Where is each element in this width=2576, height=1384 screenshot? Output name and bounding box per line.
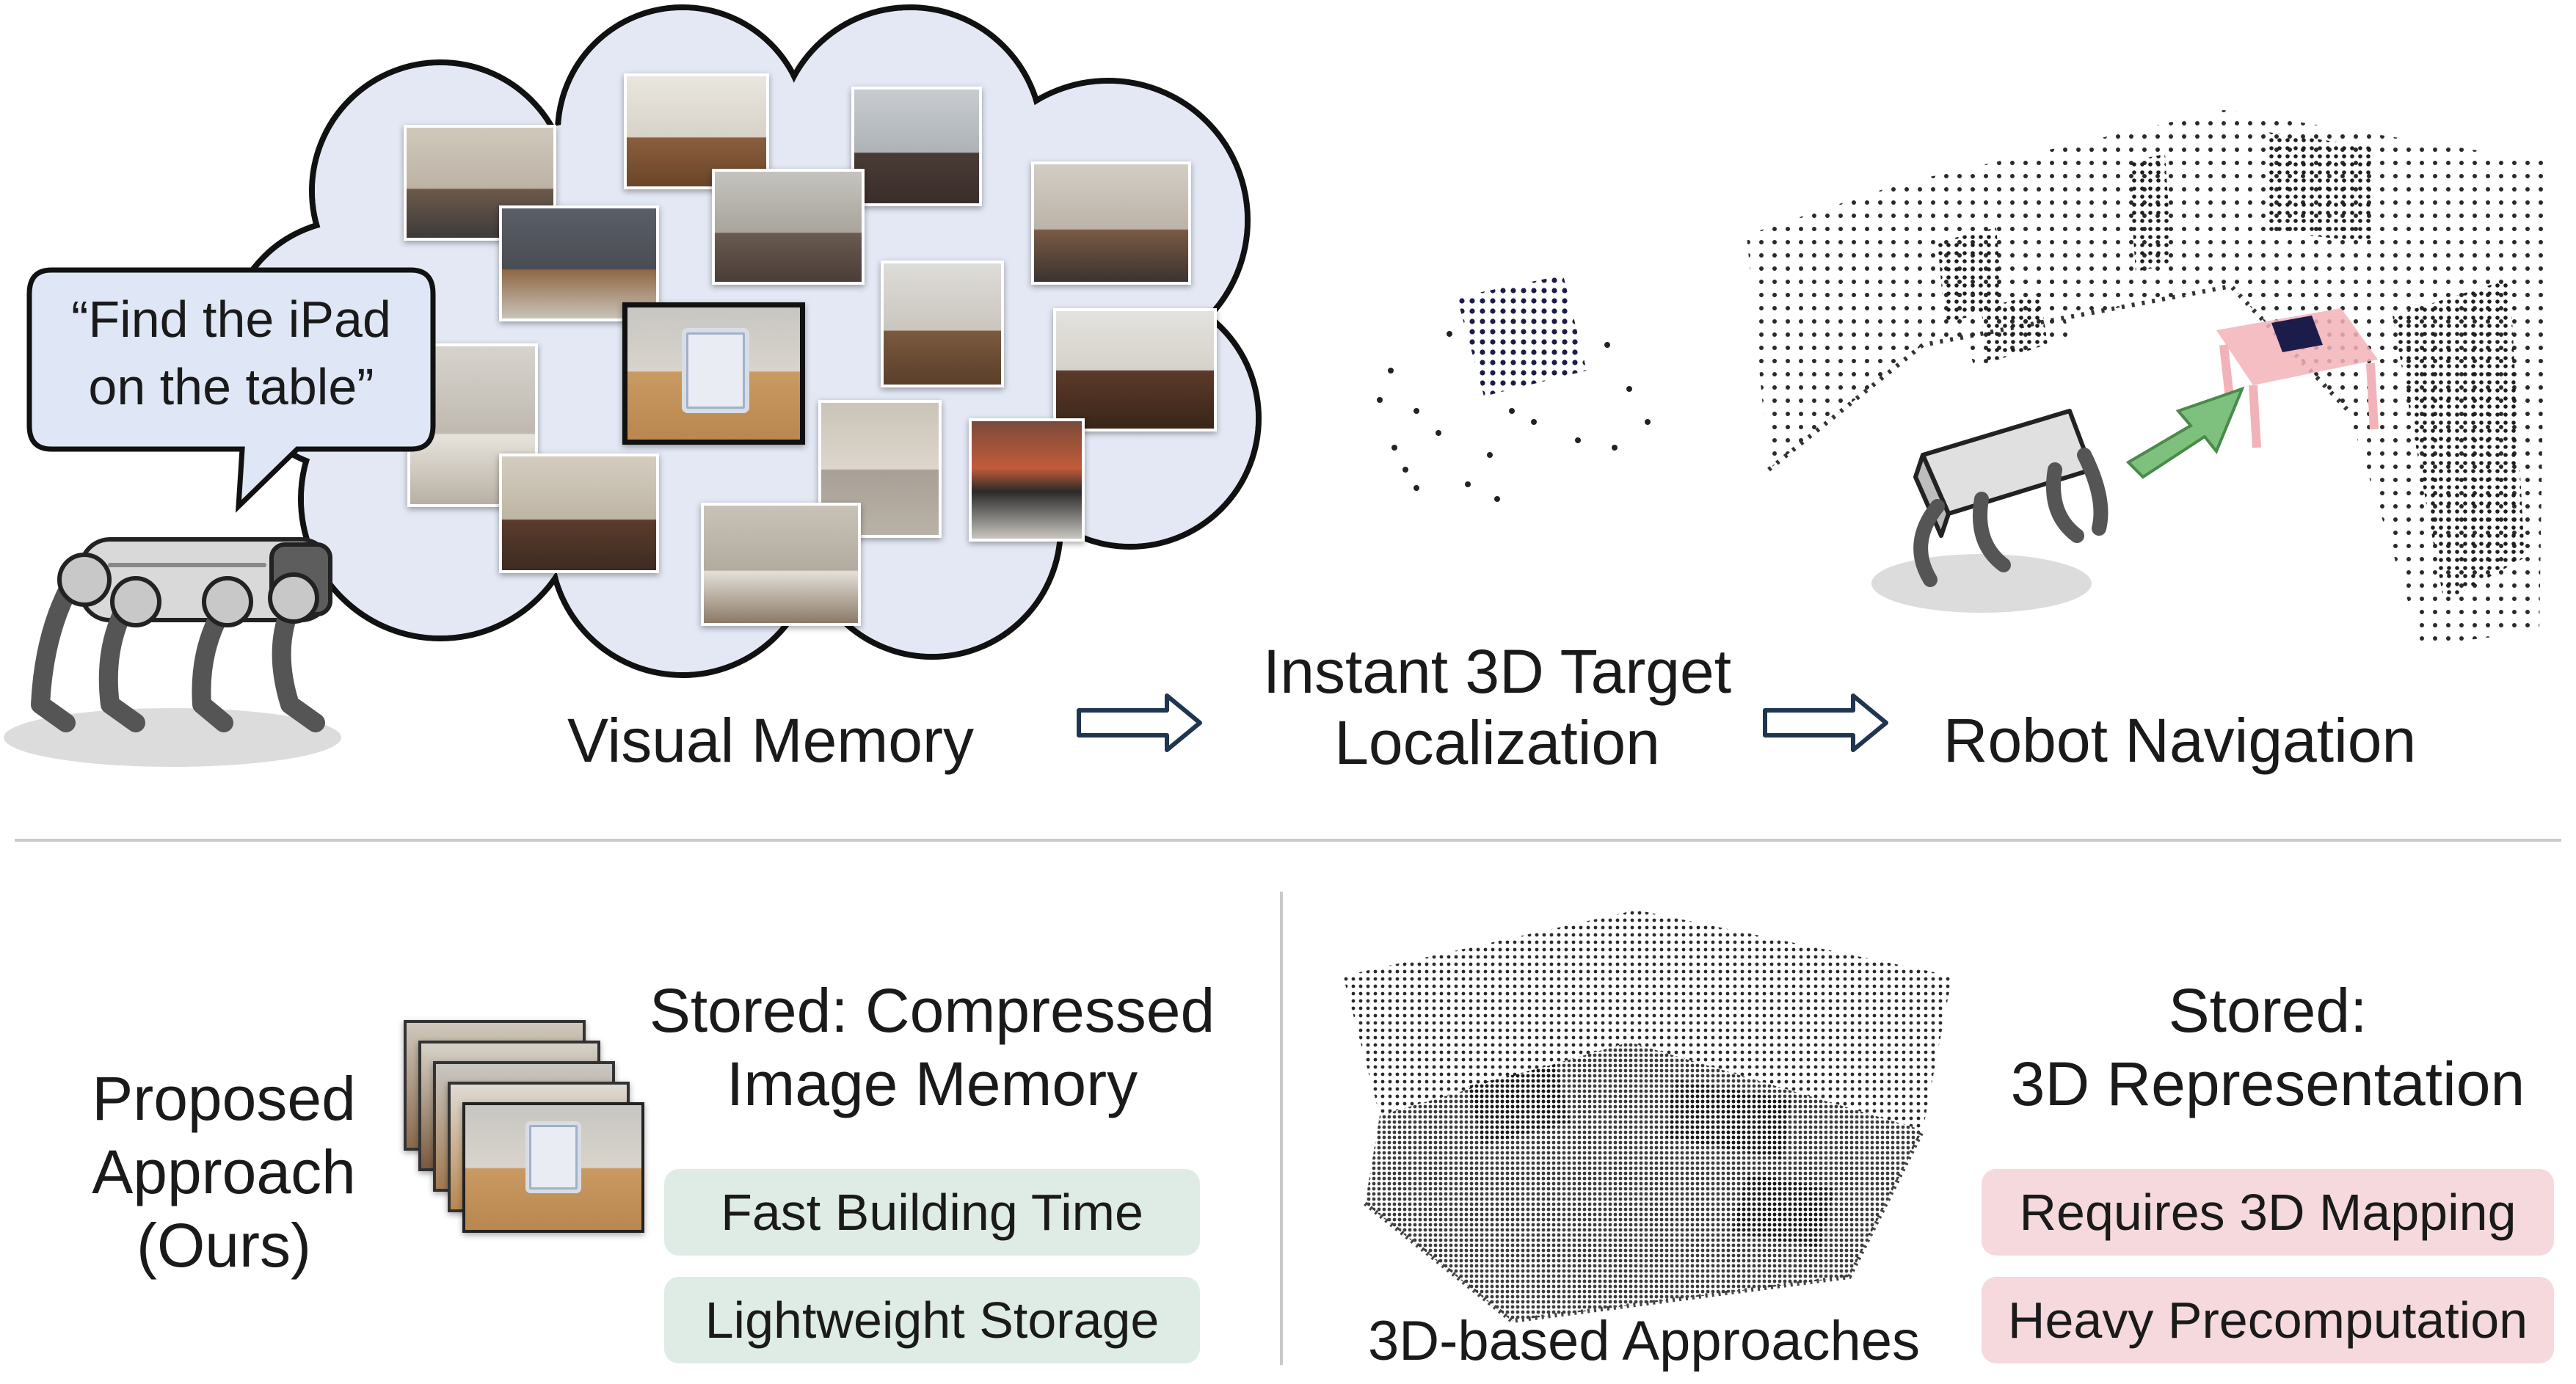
- memory-photo: [712, 169, 865, 285]
- robot-navigation-label: Robot Navigation: [1943, 706, 2417, 775]
- localization-line1: Instant 3D Target: [1262, 637, 1732, 706]
- arrow-right-icon: [1763, 693, 1888, 752]
- memory-photo: [851, 87, 982, 206]
- memory-photo: [499, 454, 659, 573]
- ipad-icon: [525, 1121, 581, 1193]
- baseline-stored-line1: Stored:: [2168, 976, 2368, 1045]
- memory-photo: [1031, 161, 1191, 285]
- navigation-arrow-icon: [2125, 386, 2245, 479]
- ipad-icon: [682, 328, 749, 413]
- memory-photo: [1053, 308, 1217, 431]
- requires-3d-mapping-badge: Requires 3D Mapping: [1982, 1169, 2554, 1256]
- memory-photo: [701, 503, 861, 626]
- target-ipad-photo: [622, 302, 805, 445]
- proposed-title-line2: Approach: [92, 1137, 356, 1206]
- speech-bubble-line1: “Find the iPad: [71, 291, 391, 348]
- memory-photo: [499, 205, 659, 321]
- visual-memory-label: Visual Memory: [567, 706, 974, 775]
- image-stack-icon: [404, 1020, 653, 1240]
- memory-photo: [969, 418, 1085, 542]
- section-divider: [15, 839, 2561, 842]
- heavy-precomputation-badge: Heavy Precomputation: [1982, 1277, 2554, 1363]
- lightweight-storage-badge: Lightweight Storage: [664, 1277, 1200, 1363]
- proposed-stored-line1: Stored: Compressed: [649, 976, 1215, 1045]
- localization-line2: Localization: [1334, 708, 1660, 777]
- fast-building-time-badge: Fast Building Time: [664, 1169, 1200, 1256]
- proposed-stored-line2: Image Memory: [726, 1049, 1138, 1118]
- baseline-stored-line2: 3D Representation: [2010, 1049, 2525, 1118]
- column-divider: [1280, 892, 1283, 1365]
- proposed-title-line3: (Ours): [137, 1211, 311, 1280]
- arrow-right-icon: [1077, 693, 1202, 752]
- memory-photo: [818, 400, 942, 538]
- 3d-approaches-caption: 3D-based Approaches: [1367, 1310, 1921, 1372]
- stack-top-ipad-photo: [462, 1102, 644, 1233]
- memory-photo: [881, 261, 1004, 387]
- proposed-title-line1: Proposed: [92, 1064, 356, 1133]
- speech-bubble-line2: on the table”: [88, 358, 374, 415]
